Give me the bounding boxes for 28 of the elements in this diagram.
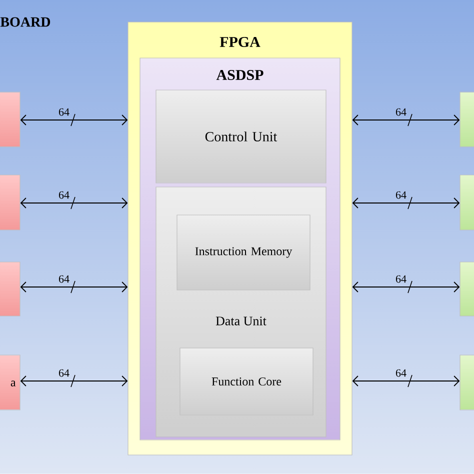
device-box bbox=[460, 92, 474, 148]
bus-arrow bbox=[352, 280, 460, 294]
device-box bbox=[0, 92, 20, 148]
bus-arrow bbox=[352, 114, 460, 126]
unit-box: Instruction Memory bbox=[176, 214, 310, 290]
bus-arrow bbox=[20, 280, 128, 294]
device-box bbox=[0, 262, 20, 316]
bus-width-label: 64 bbox=[58, 108, 70, 116]
bus-width-label: 64 bbox=[396, 191, 406, 199]
bus-width-label: 64 bbox=[58, 369, 70, 377]
bus-width-label: 64 bbox=[396, 275, 406, 283]
bus-arrow bbox=[20, 374, 128, 388]
bus-arrow bbox=[20, 196, 128, 210]
unit-box: Control Unit bbox=[156, 90, 326, 184]
device-box bbox=[460, 354, 474, 410]
bus-width-label: 64 bbox=[396, 108, 406, 116]
title: BOARD bbox=[0, 17, 50, 27]
device-box bbox=[0, 174, 20, 230]
unit-box: Function Core bbox=[180, 348, 314, 416]
bus-arrow bbox=[20, 114, 128, 126]
bus-arrow bbox=[352, 374, 460, 388]
bus-width-label: 64 bbox=[58, 275, 70, 283]
bus-width-label: 64 bbox=[58, 191, 70, 199]
bus-width-label: 64 bbox=[396, 369, 406, 377]
device-box bbox=[460, 174, 474, 230]
bus-arrow bbox=[352, 196, 460, 210]
device-box bbox=[460, 262, 474, 316]
device-box: a bbox=[0, 354, 20, 410]
